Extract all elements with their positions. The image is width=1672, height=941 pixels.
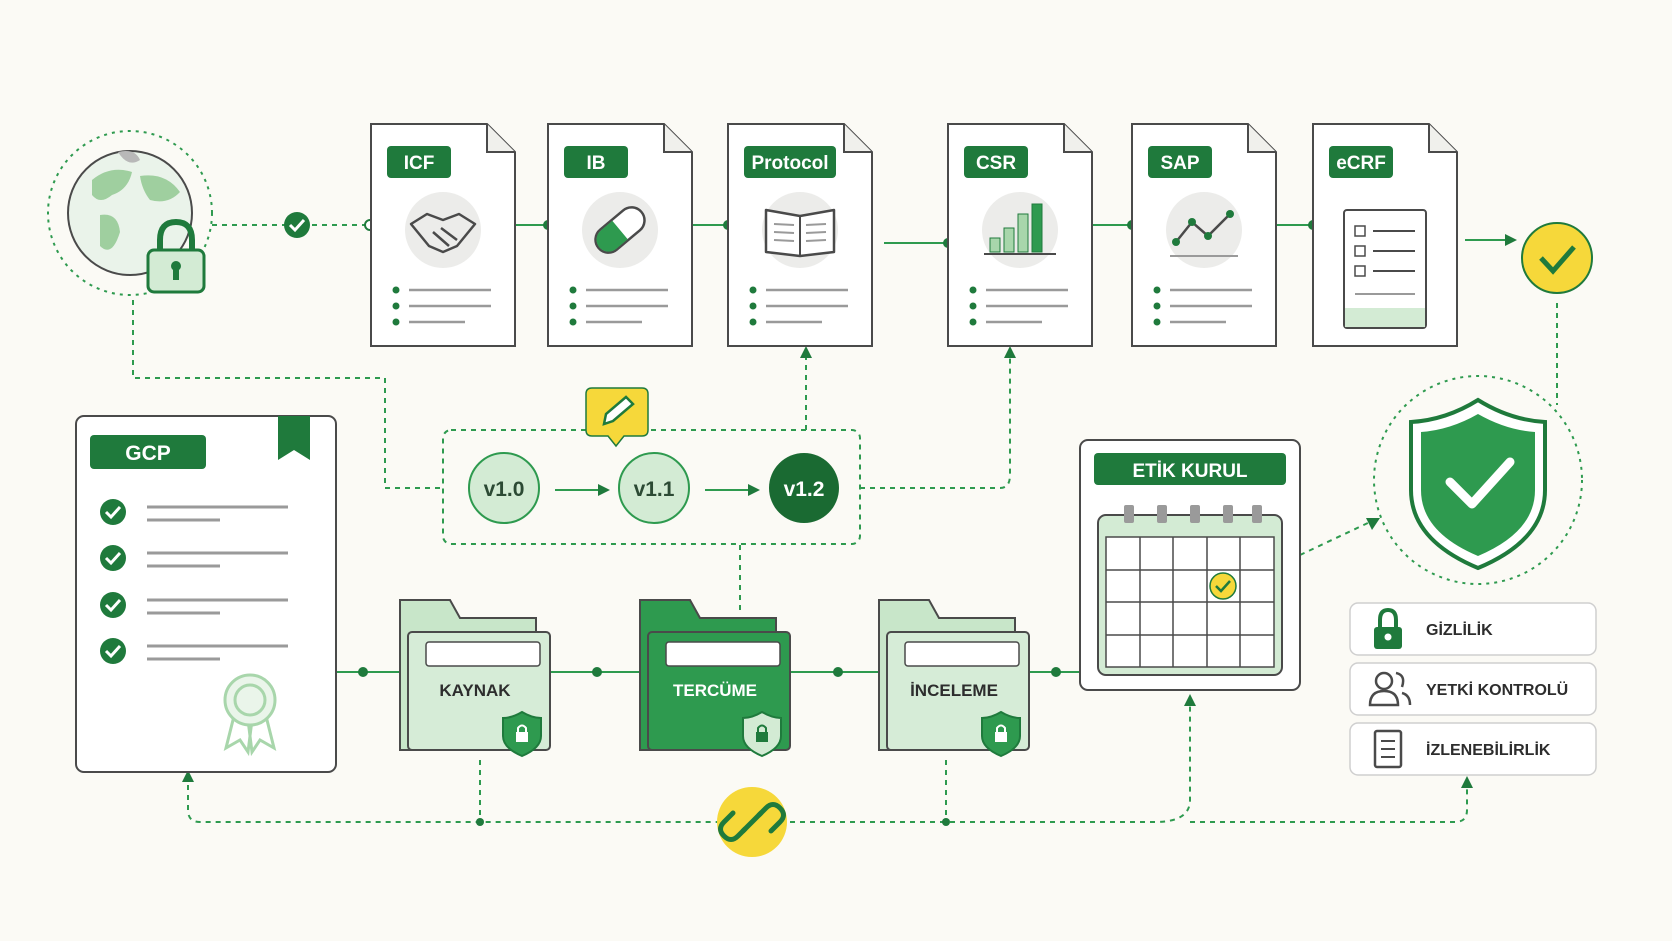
document-label: eCRF xyxy=(1336,153,1386,174)
version-history: v1.0 v1.1 v1.2 xyxy=(442,387,861,545)
document-row: ICF IB Protocol CSR SAP eCRF xyxy=(370,123,1458,347)
bar-chart-icon xyxy=(982,192,1058,268)
document-csr[interactable]: CSR xyxy=(947,123,1093,347)
lock-icon xyxy=(1374,607,1402,649)
document-label: Protocol xyxy=(751,153,828,174)
lock-icon xyxy=(146,218,206,294)
ethics-committee[interactable]: ETİK KURUL xyxy=(1079,439,1301,691)
users-icon xyxy=(1368,671,1412,707)
security-shield xyxy=(1373,375,1583,585)
feature-label: GİZLİLİK xyxy=(1426,621,1493,639)
folder-row: KAYNAK TERCÜME İNCELEME xyxy=(399,599,1030,758)
checklist-item xyxy=(100,499,288,525)
secure-globe xyxy=(47,130,213,296)
feature-list: GİZLİLİK YETKİ KONTROLÜ İZLENEBİLİRLİK xyxy=(1349,602,1597,776)
version-label: v1.2 xyxy=(784,478,825,501)
document-sap[interactable]: SAP xyxy=(1131,123,1277,347)
version-node[interactable]: v1.1 xyxy=(618,452,690,524)
approved-check-icon xyxy=(1521,222,1593,294)
checklist-item xyxy=(100,592,288,618)
chain-link-icon[interactable] xyxy=(717,787,787,857)
shield-check-icon xyxy=(1409,397,1547,571)
folder-2[interactable]: TERCÜME xyxy=(639,599,791,758)
document-ecrf[interactable]: eCRF xyxy=(1312,123,1458,347)
folder-lock-shield-icon xyxy=(742,710,782,758)
folder-label: İNCELEME xyxy=(910,681,998,700)
calendar-icon xyxy=(1097,505,1283,676)
feature-label: YETKİ KONTROLÜ xyxy=(1426,680,1568,699)
ethics-title: ETİK KURUL xyxy=(1132,461,1247,482)
feature-label: İZLENEBİLİRLİK xyxy=(1426,741,1551,759)
document-protocol[interactable]: Protocol xyxy=(727,123,873,347)
checklist-item xyxy=(100,545,288,571)
document-ib[interactable]: IB xyxy=(547,123,693,347)
version-label: v1.1 xyxy=(634,478,675,501)
document-label: SAP xyxy=(1160,153,1199,174)
document-icf[interactable]: ICF xyxy=(370,123,516,347)
book-icon xyxy=(762,192,838,268)
feature-item[interactable]: YETKİ KONTROLÜ xyxy=(1349,662,1597,716)
bookmark-icon xyxy=(278,416,310,460)
link-check-icon xyxy=(284,212,310,238)
gcp-title: GCP xyxy=(125,442,171,465)
feature-item[interactable]: GİZLİLİK xyxy=(1349,602,1597,656)
edit-badge-icon xyxy=(585,387,649,448)
folder-lock-shield-icon xyxy=(502,710,542,758)
award-seal-icon xyxy=(223,673,277,757)
version-label: v1.0 xyxy=(484,478,525,501)
folder-1[interactable]: KAYNAK xyxy=(399,599,551,758)
version-node[interactable]: v1.0 xyxy=(468,452,540,524)
folder-lock-shield-icon xyxy=(981,710,1021,758)
form-checklist-icon xyxy=(1343,209,1427,329)
folder-label: TERCÜME xyxy=(673,681,757,700)
checklist-item xyxy=(100,638,288,664)
document-label: ICF xyxy=(404,153,435,174)
document-label: CSR xyxy=(976,153,1016,174)
version-node-current[interactable]: v1.2 xyxy=(769,453,839,523)
handshake-icon xyxy=(405,192,481,268)
line-chart-icon xyxy=(1166,192,1242,268)
folder-label: KAYNAK xyxy=(439,681,511,700)
gcp-checklist xyxy=(100,499,288,664)
document-list-icon xyxy=(1373,729,1403,769)
feature-item[interactable]: İZLENEBİLİRLİK xyxy=(1349,722,1597,776)
gcp-certificate[interactable]: GCP xyxy=(75,415,337,773)
document-label: IB xyxy=(587,153,606,174)
folder-3[interactable]: İNCELEME xyxy=(878,599,1030,758)
pill-icon xyxy=(582,192,658,268)
